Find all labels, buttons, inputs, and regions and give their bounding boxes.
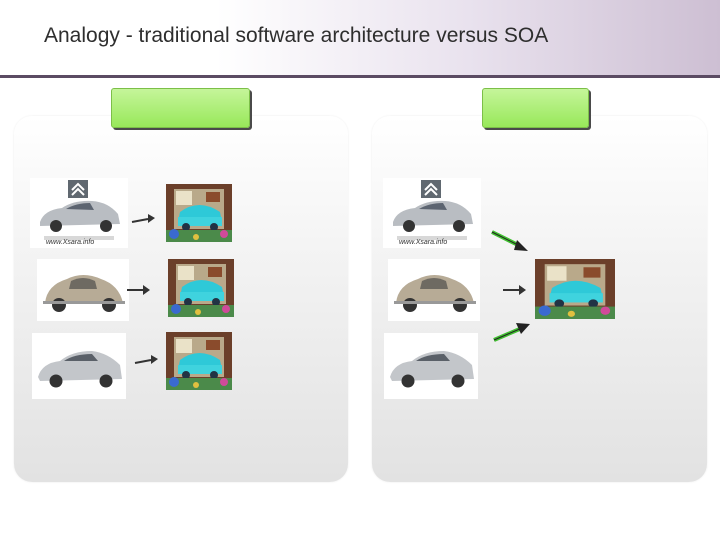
arrow-icon bbox=[133, 353, 159, 367]
beetle-car-image bbox=[37, 259, 129, 321]
soa-label-box bbox=[482, 88, 589, 128]
traditional-label-box bbox=[111, 88, 250, 128]
arrow-icon bbox=[492, 320, 532, 344]
car-site-caption: www.Xsara.info bbox=[46, 239, 94, 246]
beetle-car-image bbox=[388, 259, 480, 321]
citroen-car-image: www.Xsara.info bbox=[383, 178, 481, 248]
title-rule bbox=[0, 75, 720, 78]
shared-garage-image bbox=[535, 259, 615, 319]
garage-image bbox=[168, 259, 236, 319]
volvo-car-image bbox=[32, 333, 126, 399]
car-site-caption: www.Xsara.info bbox=[399, 239, 447, 246]
arrow-icon bbox=[130, 212, 156, 226]
arrow-icon bbox=[490, 228, 530, 256]
garage-image bbox=[166, 332, 234, 392]
garage-image bbox=[166, 184, 234, 244]
arrow-icon bbox=[125, 282, 151, 296]
volvo-car-image bbox=[384, 333, 478, 399]
citroen-car-image: www.Xsara.info bbox=[30, 178, 128, 248]
slide-title: Analogy - traditional software architect… bbox=[44, 24, 548, 48]
arrow-icon bbox=[501, 282, 527, 296]
